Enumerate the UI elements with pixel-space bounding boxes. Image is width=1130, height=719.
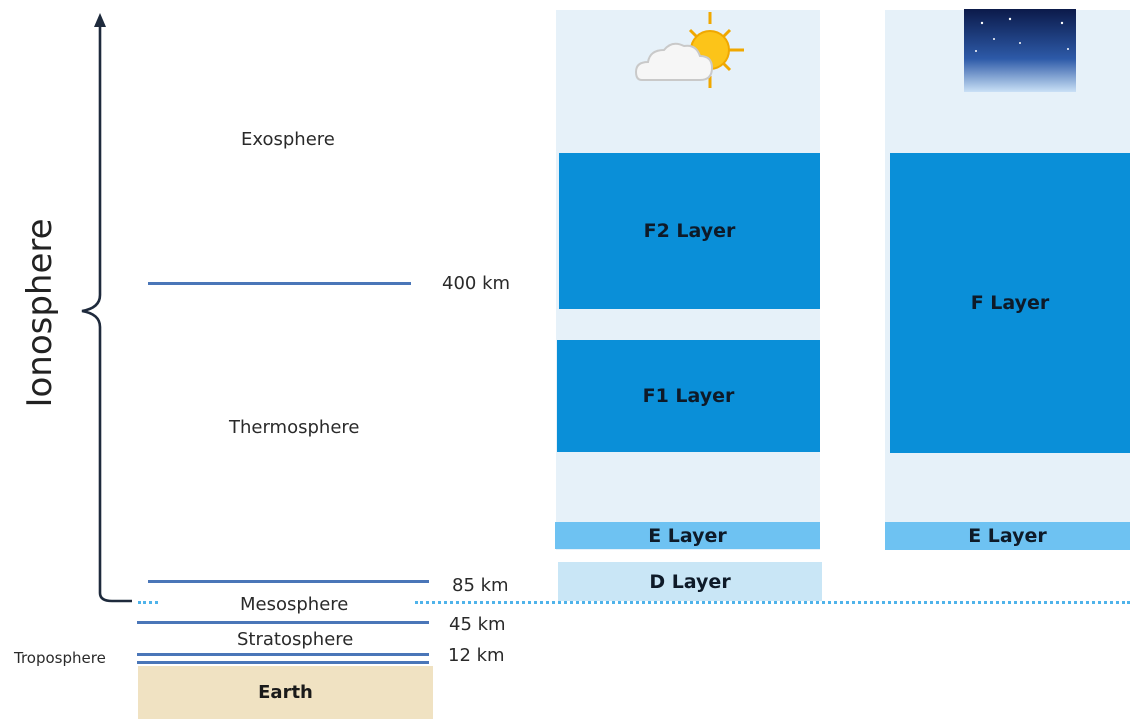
altitude-85km: 85 km <box>452 575 509 596</box>
d-layer-label: D Layer <box>649 570 731 593</box>
f1-layer-block: F1 Layer <box>557 340 820 452</box>
f-layer-block: F Layer <box>890 153 1130 453</box>
earth-block: Earth <box>138 666 433 719</box>
altitude-400km: 400 km <box>442 273 511 294</box>
line-400km <box>148 282 411 285</box>
boundary-dotted-right <box>415 601 1130 604</box>
moon-icon <box>964 9 1076 92</box>
ionosphere-label: Ionosphere <box>20 218 60 408</box>
f-layer-label: F Layer <box>970 292 1050 314</box>
sun-cloud-icon <box>634 12 744 88</box>
mesosphere-label: Mesosphere <box>240 594 349 615</box>
line-12km-a <box>137 653 429 656</box>
boundary-dotted-left <box>138 601 158 604</box>
exosphere-label: Exosphere <box>241 129 335 150</box>
day-e-layer-label: E Layer <box>648 524 727 547</box>
f2-layer-block: F2 Layer <box>559 153 820 309</box>
f1-layer-label: F1 Layer <box>642 385 735 407</box>
line-45km <box>137 621 429 624</box>
altitude-12km: 12 km <box>448 645 505 666</box>
d-layer-block: D Layer <box>558 562 822 601</box>
earth-label: Earth <box>258 682 313 703</box>
troposphere-label: Troposphere <box>14 649 106 667</box>
f2-layer-label: F2 Layer <box>643 220 736 242</box>
stratosphere-label: Stratosphere <box>237 629 354 650</box>
night-e-layer-label: E Layer <box>968 525 1047 547</box>
altitude-45km: 45 km <box>449 614 506 635</box>
thermosphere-label: Thermosphere <box>229 417 360 438</box>
line-85km <box>148 580 429 583</box>
day-e-layer-block: E Layer <box>555 522 820 549</box>
line-12km-b <box>137 661 429 664</box>
ionosphere-arrow <box>81 13 132 603</box>
night-e-layer-block: E Layer <box>885 522 1130 550</box>
